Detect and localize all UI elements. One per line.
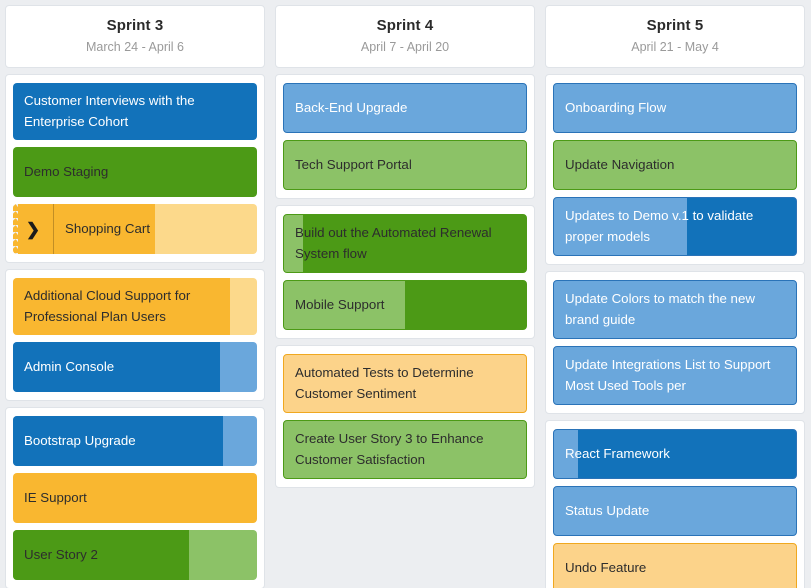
task-card[interactable]: ❯ Shopping Cart bbox=[13, 204, 257, 254]
column-title: Sprint 3 bbox=[106, 17, 164, 34]
task-card[interactable]: Build out the Automated Renewal System f… bbox=[283, 214, 527, 273]
task-card[interactable]: Onboarding Flow bbox=[553, 83, 797, 133]
task-card[interactable]: Updates to Demo v.1 to validate proper m… bbox=[553, 197, 797, 256]
task-card-label: User Story 2 bbox=[24, 546, 98, 562]
board-column-sprint-4: Sprint 4 April 7 - April 20 Back-End Upgra… bbox=[270, 5, 540, 588]
task-progress-fill bbox=[13, 530, 189, 580]
task-card[interactable]: React Framework bbox=[553, 429, 797, 479]
task-card[interactable]: Mobile Support bbox=[283, 280, 527, 330]
task-card-label: Tech Support Portal bbox=[295, 156, 412, 172]
column-date-range: March 24 - April 6 bbox=[86, 40, 184, 54]
torn-edge-decoration bbox=[13, 204, 18, 254]
task-card[interactable]: Bootstrap Upgrade bbox=[13, 416, 257, 466]
column-header-sprint-4: Sprint 4 April 7 - April 20 bbox=[275, 5, 535, 68]
task-card-label: Additional Cloud Support for Professiona… bbox=[24, 288, 191, 324]
task-card-label: Shopping Cart bbox=[65, 220, 151, 236]
task-card[interactable]: Update Colors to match the new brand gui… bbox=[553, 280, 797, 339]
task-card-label: Mobile Support bbox=[295, 296, 385, 312]
task-progress-fill bbox=[13, 342, 221, 392]
chevron-right-icon[interactable]: ❯ bbox=[13, 204, 54, 254]
task-progress-fill bbox=[13, 204, 155, 254]
task-card[interactable]: IE Support bbox=[13, 473, 257, 523]
task-card[interactable]: Admin Console bbox=[13, 342, 257, 392]
task-progress-fill bbox=[13, 416, 223, 466]
task-card-label: Back-End Upgrade bbox=[295, 99, 408, 115]
task-card-label: Demo Staging bbox=[24, 163, 109, 179]
task-card[interactable]: Tech Support Portal bbox=[283, 140, 527, 190]
card-group-sprint-3-group-2: Additional Cloud Support for Professiona… bbox=[5, 269, 265, 401]
task-card-label: Customer Interviews with the Enterprise … bbox=[24, 93, 195, 129]
column-title: Sprint 4 bbox=[376, 17, 434, 34]
task-card-label: Build out the Automated Renewal System f… bbox=[295, 225, 492, 261]
task-card-label: Update Navigation bbox=[565, 156, 675, 172]
task-card-label: React Framework bbox=[565, 445, 670, 461]
task-card-label: Status Update bbox=[565, 502, 650, 518]
card-group-sprint-5-group-2: Update Colors to match the new brand gui… bbox=[545, 271, 805, 414]
chevron-glyph: ❯ bbox=[25, 219, 41, 239]
task-card[interactable]: Additional Cloud Support for Professiona… bbox=[13, 278, 257, 335]
task-card-label: Admin Console bbox=[24, 358, 115, 374]
column-header-sprint-5: Sprint 5 April 21 - May 4 bbox=[545, 5, 805, 68]
task-card-label: Update Integrations List to Support Most… bbox=[565, 357, 771, 393]
task-card-label: Automated Tests to Determine Customer Se… bbox=[295, 365, 474, 401]
task-card-label: IE Support bbox=[24, 489, 87, 505]
task-progress-fill bbox=[284, 281, 405, 329]
task-progress-fill bbox=[13, 278, 231, 335]
card-group-sprint-3-group-1: Customer Interviews with the Enterprise … bbox=[5, 74, 265, 263]
task-card-label: Onboarding Flow bbox=[565, 99, 667, 115]
task-card[interactable]: Status Update bbox=[553, 486, 797, 536]
column-header-sprint-3: Sprint 3 March 24 - April 6 bbox=[5, 5, 265, 68]
task-card-label: Update Colors to match the new brand gui… bbox=[565, 291, 755, 327]
board-column-sprint-3: Sprint 3 March 24 - April 6 Customer Inter… bbox=[0, 5, 270, 588]
column-date-range: April 21 - May 4 bbox=[631, 40, 719, 54]
task-progress-fill bbox=[554, 430, 579, 478]
column-title: Sprint 5 bbox=[646, 17, 704, 34]
task-card-label: Updates to Demo v.1 to validate proper m… bbox=[565, 208, 754, 244]
task-progress-fill bbox=[554, 198, 688, 255]
card-group-sprint-4-group-3: Automated Tests to Determine Customer Se… bbox=[275, 345, 535, 488]
task-card-label: Create User Story 3 to Enhance Customer … bbox=[295, 431, 484, 467]
task-card[interactable]: Update Navigation bbox=[553, 140, 797, 190]
task-progress-fill bbox=[284, 215, 304, 272]
task-card-label: Undo Feature bbox=[565, 559, 647, 575]
task-card[interactable]: Automated Tests to Determine Customer Se… bbox=[283, 354, 527, 413]
task-card[interactable]: Customer Interviews with the Enterprise … bbox=[13, 83, 257, 140]
task-card[interactable]: User Story 2 bbox=[13, 530, 257, 580]
column-date-range: April 7 - April 20 bbox=[360, 40, 450, 54]
card-group-sprint-4-group-2: Build out the Automated Renewal System f… bbox=[275, 205, 535, 339]
task-card[interactable]: Update Integrations List to Support Most… bbox=[553, 346, 797, 405]
task-card[interactable]: Create User Story 3 to Enhance Customer … bbox=[283, 420, 527, 479]
task-card-label: Bootstrap Upgrade bbox=[24, 432, 136, 448]
task-card[interactable]: Undo Feature bbox=[553, 543, 797, 588]
task-card[interactable]: Back-End Upgrade bbox=[283, 83, 527, 133]
task-card[interactable]: Demo Staging bbox=[13, 147, 257, 197]
